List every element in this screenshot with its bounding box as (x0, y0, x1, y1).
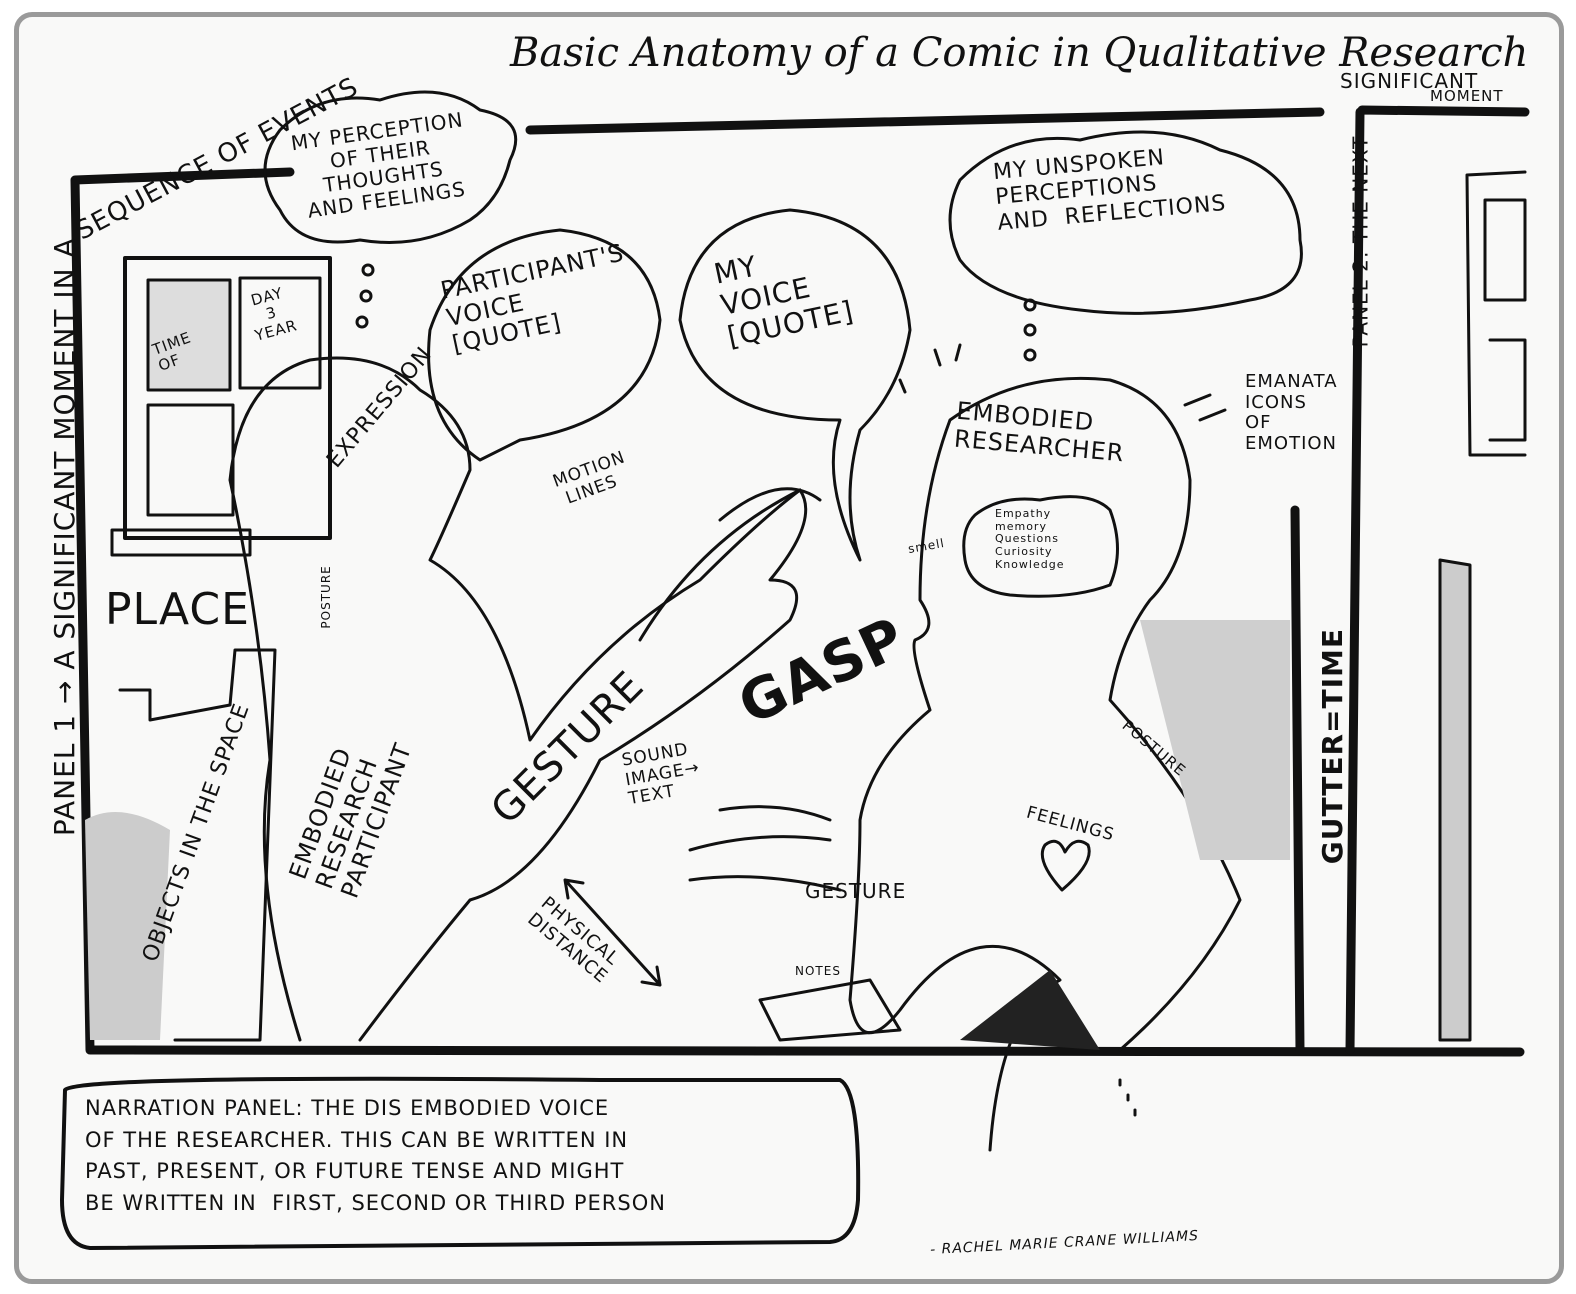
window (123, 256, 332, 540)
panel-2-border (1345, 105, 1530, 1055)
notes-pad (758, 978, 902, 1042)
participant-figure (228, 356, 808, 1042)
place-label: PLACE (105, 584, 250, 635)
emanata-label: EMANATA Icons of EMOTION (1245, 371, 1338, 455)
researcher-hand (688, 805, 842, 892)
distance-arrow (563, 878, 662, 987)
panel-1-border (70, 107, 1525, 1057)
gutter-label: GUTTER=TIME (1316, 627, 1350, 865)
participant-hand (638, 487, 822, 642)
my-voice-bubble (678, 208, 912, 562)
notes-label: NOTES (795, 964, 841, 978)
panel-2-label-moment: MOMENT (1430, 87, 1504, 105)
participant-voice-bubble (427, 228, 662, 462)
narration-text: NARRATION PANEL: THE DIS EMBODIED VOICE … (85, 1096, 666, 1215)
posture-left-label: POSTURE (318, 565, 333, 629)
furniture (118, 648, 277, 1042)
researcher-cloud-text: Empathy memory Questions Curiosity Knowl… (995, 507, 1065, 571)
heart-icon (1040, 839, 1091, 892)
thought-cloud-researcher (948, 130, 1303, 315)
gutter-line (1290, 505, 1305, 1055)
image-frame (14, 12, 1564, 1284)
diagram-title: Basic Anatomy of a Comic in Qualitative … (510, 30, 1529, 76)
panel-2-window (1465, 170, 1527, 457)
thought-cloud-participant (263, 90, 518, 244)
narration-box (60, 1076, 861, 1250)
researcher-knowledge-cloud (962, 495, 1119, 598)
panel-1-label: PANEL 1 → A SIGNIFICANT MOMENT IN A (47, 237, 81, 837)
emanata-marks (898, 343, 1227, 422)
researcher-figure (848, 376, 1242, 1152)
gesture-small-label: GESTURE (805, 879, 907, 903)
panel-2-label-top: SIGNIFICANT (1340, 69, 1479, 93)
panel-2-label: PANEL 2: THE NEXT (1348, 135, 1373, 348)
